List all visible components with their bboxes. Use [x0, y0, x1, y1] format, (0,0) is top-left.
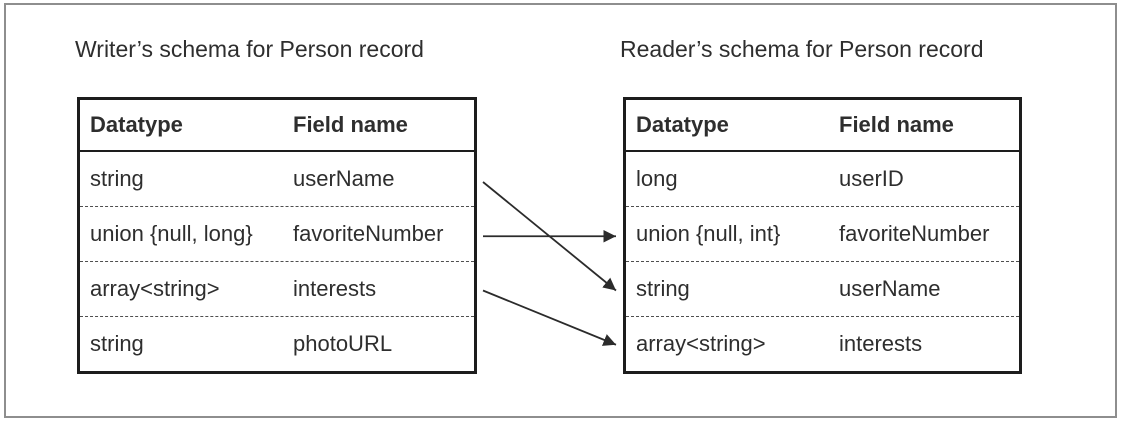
- field-name-cell: favoriteNumber: [839, 221, 990, 246]
- schema-row: union {null, int} favoriteNumber: [626, 206, 1019, 261]
- schema-row: string photoURL: [80, 316, 474, 371]
- schema-row: long userID: [626, 152, 1019, 206]
- field-name-column-header: Field name: [839, 112, 954, 137]
- field-name-column-header: Field name: [293, 112, 408, 137]
- datatype-cell: long: [636, 166, 678, 191]
- datatype-cell: string: [90, 331, 144, 356]
- field-name-cell: interests: [293, 276, 377, 301]
- reader-schema-table: Datatype Field name long userID union {n…: [623, 97, 1022, 374]
- datatype-cell: array<string>: [636, 331, 766, 356]
- field-name-cell: favoriteNumber: [293, 221, 444, 246]
- field-name-cell: userName: [839, 276, 941, 301]
- schema-row: string userName: [626, 261, 1019, 316]
- datatype-column-header: Datatype: [636, 112, 729, 137]
- datatype-cell: union {null, long}: [90, 221, 253, 246]
- writer-schema-table: Datatype Field name string userName unio…: [77, 97, 477, 374]
- field-name-cell: userName: [293, 166, 395, 191]
- table-header-row: Datatype Field name: [80, 100, 474, 152]
- field-name-cell: interests: [839, 331, 923, 356]
- field-name-cell: photoURL: [293, 331, 393, 356]
- schema-row: array<string> interests: [80, 261, 474, 316]
- datatype-cell: string: [636, 276, 690, 301]
- table-header-row: Datatype Field name: [626, 100, 1019, 152]
- datatype-cell: union {null, int}: [636, 221, 781, 246]
- writer-schema-title: Writer’s schema for Person record: [75, 36, 424, 62]
- datatype-column-header: Datatype: [90, 112, 183, 137]
- schema-row: union {null, long} favoriteNumber: [80, 206, 474, 261]
- datatype-cell: string: [90, 166, 144, 191]
- reader-schema-title: Reader’s schema for Person record: [620, 36, 984, 62]
- datatype-cell: array<string>: [90, 276, 220, 301]
- field-name-cell: userID: [839, 166, 904, 191]
- schema-row: string userName: [80, 152, 474, 206]
- schema-row: array<string> interests: [626, 316, 1019, 371]
